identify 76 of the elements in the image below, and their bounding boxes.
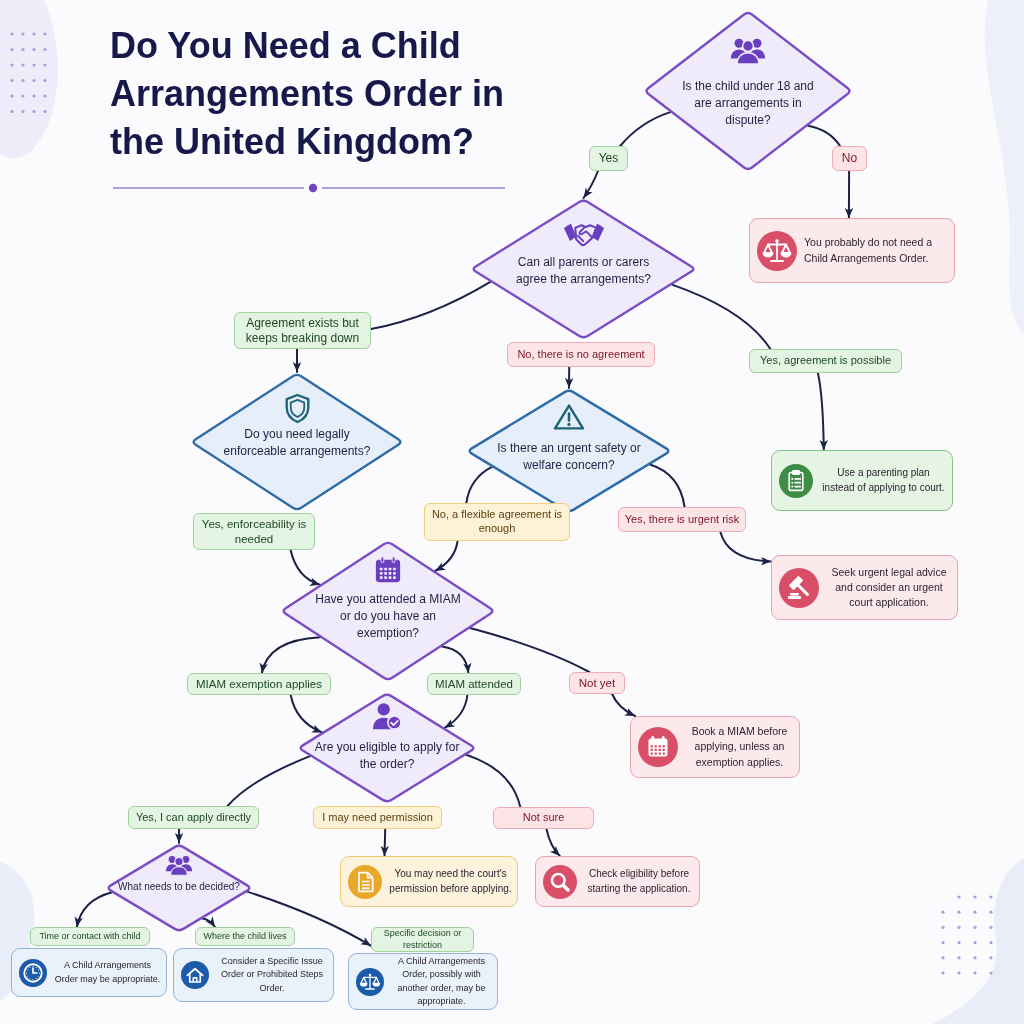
flow-arrow — [611, 693, 637, 717]
question-text: Is there an urgent safety or welfare concern? — [496, 440, 642, 475]
flow-arrow — [246, 890, 372, 947]
branch-label: Agreement exists but keeps breaking down — [234, 312, 371, 349]
connector-line — [469, 627, 591, 673]
outcome-box — [340, 856, 518, 907]
flow-arrow — [201, 916, 216, 928]
branch-label: Yes, I can apply directly — [128, 806, 259, 829]
flow-arrow — [443, 694, 469, 729]
outcome-box — [630, 716, 800, 778]
branch-label: Time or contact with child — [30, 927, 150, 946]
flow-arrow — [292, 348, 302, 373]
question-text: Have you attended a MIAM or do you have an exemption? — [314, 591, 462, 643]
connector-line — [465, 465, 493, 504]
question-text: What needs to be decided? — [117, 880, 241, 894]
connector-line — [370, 280, 492, 330]
flow-arrow — [719, 531, 772, 566]
flow-arrow — [174, 828, 184, 844]
outcome-box — [749, 218, 955, 283]
flow-arrow — [582, 170, 599, 199]
flow-arrow — [289, 549, 321, 586]
connector-line — [226, 755, 311, 807]
decision-diamond — [297, 692, 477, 804]
diagram-title: Do You Need a Child Arrangements Order in the United Kingdom? — [110, 24, 506, 164]
outcome-text: You probably do not need a Child Arrangements Order. — [804, 235, 934, 266]
outcome-text: Book a MIAM before applying, unless an exemption applies. — [690, 724, 789, 770]
branch-label: Yes, agreement is possible — [749, 349, 902, 373]
branch-label: MIAM exemption applies — [187, 673, 331, 695]
flow-arrow — [844, 170, 854, 219]
flow-arrow — [289, 694, 323, 734]
connector-line — [619, 111, 672, 147]
branch-label: Yes, there is urgent risk — [618, 507, 746, 532]
outcome-box — [11, 948, 167, 997]
branch-label: No, a flexible agreement is enough — [424, 503, 570, 541]
connector-line — [807, 124, 841, 147]
decision-diamond — [470, 198, 697, 340]
connector-line — [671, 283, 772, 350]
branch-label: Where the child lives — [195, 927, 295, 946]
branch-label: Not sure — [493, 807, 594, 829]
decision-diamond — [280, 540, 496, 682]
connector-line — [649, 463, 686, 508]
outcome-box — [348, 953, 498, 1010]
flow-arrow — [260, 636, 321, 674]
question-text: Do you need legally enforceable arrangements? — [222, 426, 372, 461]
outcome-box — [173, 948, 334, 1002]
outcome-text: A Child Arrangements Order, possibly with another order, may be appropriate. — [396, 955, 487, 1008]
flow-arrow — [380, 828, 389, 857]
branch-label: MIAM attended — [427, 673, 521, 695]
flow-arrow — [564, 366, 574, 389]
branch-label: Specific decision or restriction — [371, 927, 474, 952]
question-text: Can all parents or carers agree the arrangements? — [515, 254, 652, 289]
branch-label: I may need permission — [313, 806, 442, 829]
outcome-text: Check eligibility before starting the application. — [586, 867, 692, 896]
branch-label: Not yet — [569, 672, 625, 694]
outcome-text: A Child Arrangements Order may be appropriate. — [54, 959, 161, 986]
flow-arrow — [434, 540, 459, 572]
branch-label: Yes, enforceability is needed — [193, 513, 315, 550]
flow-arrow — [441, 645, 472, 674]
branch-label: No, there is no agreement — [507, 342, 655, 367]
flow-arrow — [545, 828, 561, 857]
connector-line — [465, 753, 522, 808]
outcome-box — [771, 450, 953, 511]
decision-diamond — [190, 372, 404, 512]
question-text: Is the child under 18 and are arrangements in dispute? — [681, 78, 815, 130]
outcome-text: Consider a Specific Issue Order or Prohibited Steps Order. — [219, 955, 325, 995]
branch-label: Yes — [589, 146, 628, 171]
outcome-text: You may need the court's permission before applying. — [389, 867, 512, 896]
outcome-text: Seek urgent legal advice and consider an urgent court application. — [830, 564, 948, 611]
flow-arrow — [816, 372, 828, 451]
decision-diamond — [105, 843, 253, 933]
question-text: Are you eligible to apply for the order? — [313, 739, 461, 774]
outcome-text: Use a parenting plan instead of applying to court. — [821, 466, 946, 495]
flow-arrow — [75, 891, 113, 928]
outcome-box — [535, 856, 700, 907]
branch-label: No — [832, 146, 867, 171]
outcome-box — [771, 555, 958, 620]
